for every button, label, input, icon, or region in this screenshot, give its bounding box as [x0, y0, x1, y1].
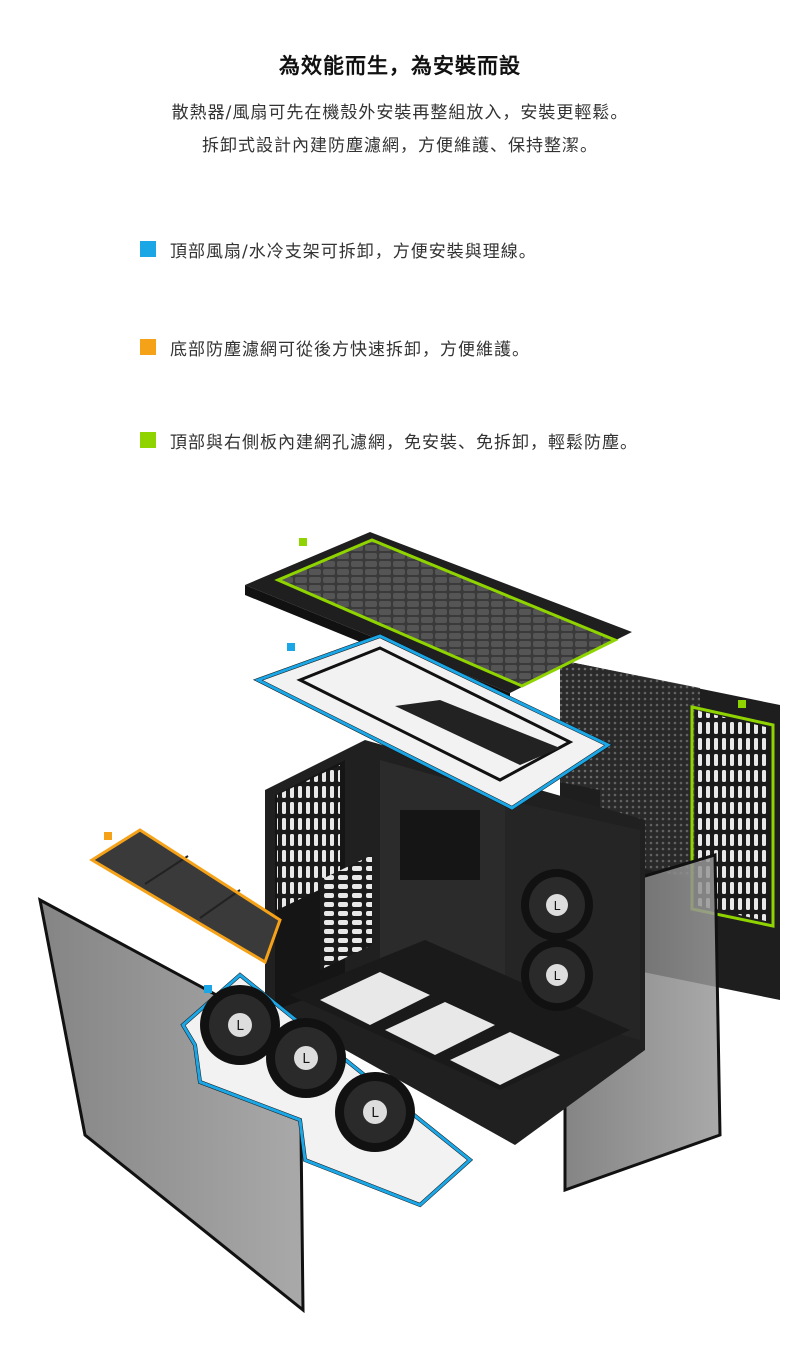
- feature-text: 頂部風扇/水冷支架可拆卸，方便安裝與理線。: [170, 241, 537, 262]
- blue-marker: [287, 643, 295, 651]
- subtitle-line-2: 拆卸式設計內建防塵濾網，方便維護、保持整潔。: [202, 136, 598, 156]
- green-marker: [738, 700, 746, 708]
- feature-item-builtin-mesh: 頂部與右側板內建網孔濾網，免安裝、免拆卸，輕鬆防塵。: [140, 430, 638, 453]
- bottom-dust-filter: [89, 828, 282, 965]
- bottom-fan: L: [266, 1018, 346, 1098]
- svg-text:L: L: [554, 969, 561, 983]
- svg-text:L: L: [554, 899, 561, 913]
- front-fan: L: [521, 869, 593, 941]
- feature-item-removable-bracket: 頂部風扇/水冷支架可拆卸，方便安裝與理線。: [140, 239, 537, 262]
- exploded-case-illustration: L L L: [37, 532, 780, 1314]
- blue-square-icon: [140, 241, 156, 257]
- feature-text: 頂部與右側板內建網孔濾網，免安裝、免拆卸，輕鬆防塵。: [170, 432, 638, 453]
- feature-text: 底部防塵濾網可從後方快速拆卸，方便維護。: [170, 339, 530, 360]
- bottom-fan: L: [200, 985, 280, 1065]
- top-bracket: [252, 633, 613, 811]
- green-square-icon: [140, 432, 156, 448]
- front-fan: L: [521, 939, 593, 1011]
- orange-marker: [104, 832, 112, 840]
- bottom-fan: L: [335, 1072, 415, 1152]
- svg-text:L: L: [371, 1106, 379, 1121]
- blue-marker: [204, 985, 212, 993]
- page-title: 為效能而生，為安裝而設: [279, 54, 521, 78]
- svg-text:L: L: [236, 1019, 244, 1034]
- subtitle-line-1: 散熱器/風扇可先在機殼外安裝再整組放入，安裝更輕鬆。: [171, 103, 629, 123]
- green-marker: [299, 538, 307, 546]
- left-glass-panel: [37, 897, 305, 1314]
- svg-text:L: L: [302, 1052, 310, 1067]
- orange-square-icon: [140, 339, 156, 355]
- feature-item-bottom-filter: 底部防塵濾網可從後方快速拆卸，方便維護。: [140, 337, 530, 360]
